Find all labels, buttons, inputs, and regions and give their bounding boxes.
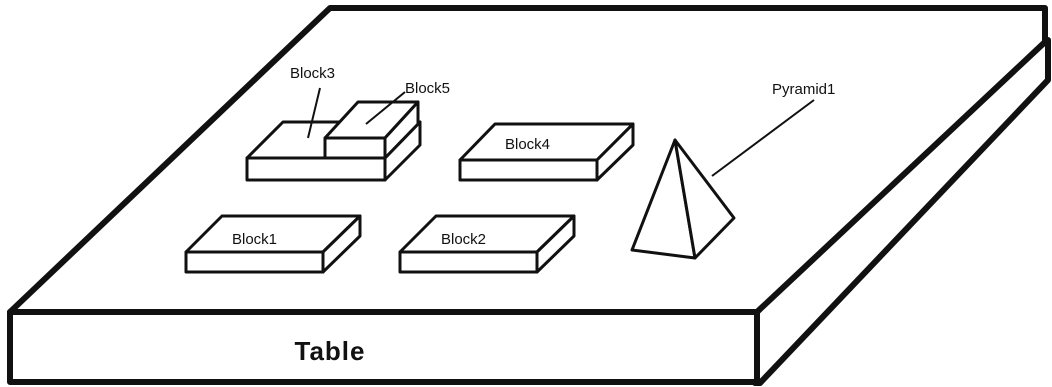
table-label: Table — [295, 336, 366, 366]
block4-side — [595, 122, 635, 182]
table: Table — [7, 5, 1051, 386]
block1-label: Block1 — [232, 231, 277, 248]
block2-label: Block2 — [441, 231, 486, 248]
block2: Block2 — [398, 214, 576, 274]
block4-label: Block4 — [505, 136, 550, 153]
pyramid1-leader — [711, 99, 815, 177]
block5-side — [383, 100, 420, 160]
pyramid1-label: Pyramid1 — [772, 81, 835, 98]
table-front-face — [7, 309, 760, 385]
block3-leader — [307, 87, 321, 139]
block4-front — [458, 158, 599, 182]
block4: Block4 — [458, 122, 635, 182]
block3-label: Block3 — [290, 65, 335, 82]
block1-side — [321, 214, 362, 274]
block2-side — [535, 214, 576, 274]
block5-label: Block5 — [405, 80, 450, 97]
block3-front — [245, 156, 387, 182]
pyramid1-right-face — [673, 138, 736, 260]
block1: Block1 — [184, 214, 362, 274]
block1-front — [184, 250, 325, 274]
pyramid1: Pyramid1 — [630, 81, 835, 260]
block5-front — [323, 136, 387, 160]
block2-front — [398, 250, 539, 274]
block5-leader — [365, 91, 406, 125]
